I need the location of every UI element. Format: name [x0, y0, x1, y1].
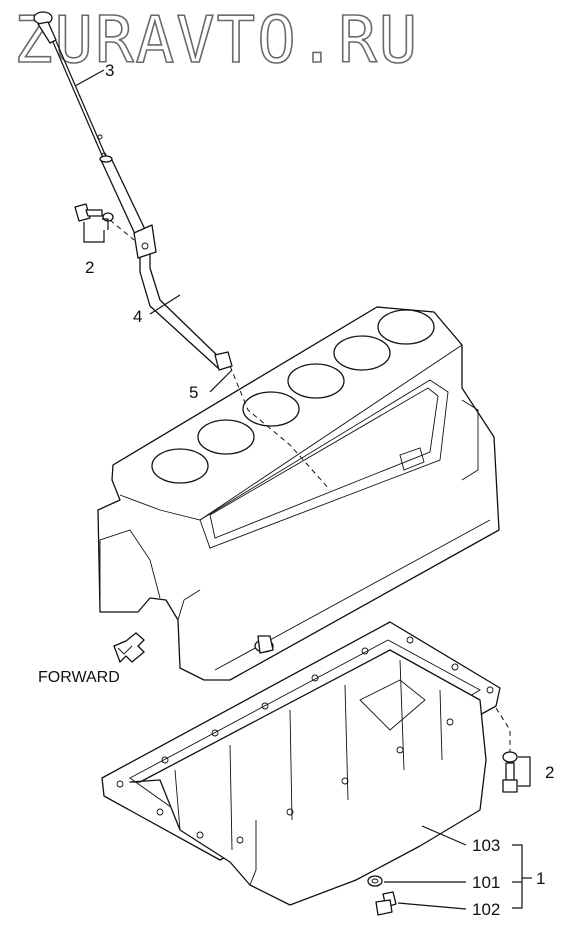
callout-3: 3	[105, 61, 114, 80]
callout-103: 103	[472, 836, 500, 855]
bolt-washer-right	[495, 707, 518, 793]
bolt-washer-top	[74, 203, 135, 243]
watermark-text: ZURAVTO.RU	[14, 4, 419, 78]
engine-block	[97, 306, 500, 681]
forward-label: FORWARD	[38, 669, 120, 686]
drain-plug	[375, 891, 397, 916]
oil-pan	[101, 621, 501, 906]
leader-lines	[74, 69, 532, 910]
forward-arrow-icon	[113, 632, 145, 664]
callout-2-top: 2	[85, 258, 94, 277]
drain-washer	[367, 875, 383, 887]
callout-101: 101	[472, 873, 500, 892]
callout-2-right: 2	[545, 763, 554, 782]
callout-102: 102	[472, 900, 500, 919]
callout-4: 4	[133, 307, 142, 326]
dipstick	[33, 11, 108, 161]
callout-1: 1	[536, 869, 545, 888]
dipstick-tube	[99, 155, 233, 371]
callout-5: 5	[189, 383, 198, 402]
